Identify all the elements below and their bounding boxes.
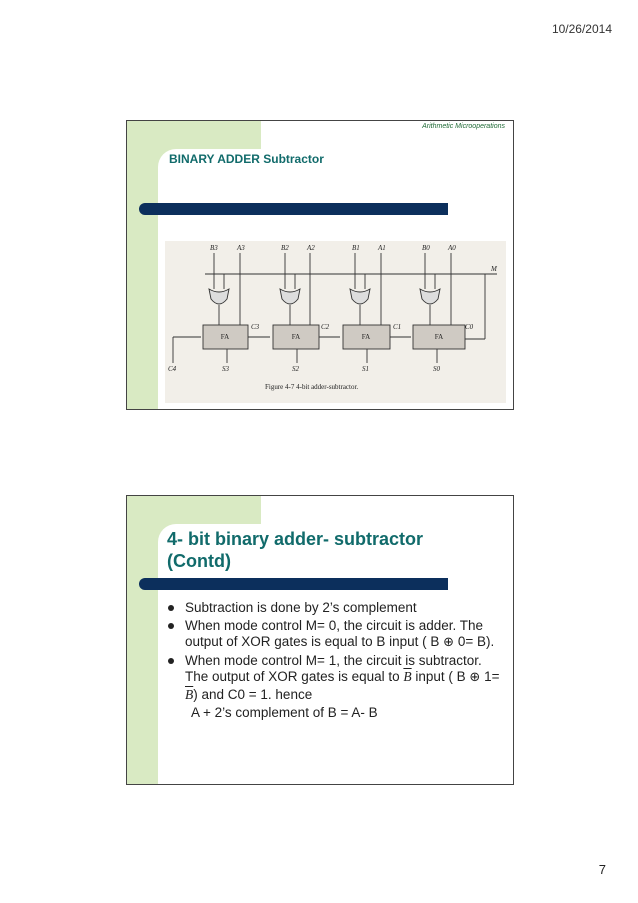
slide-adder-subtractor-contd: 4- bit binary adder- subtractor (Contd) … bbox=[126, 495, 514, 785]
fa-block-1 bbox=[342, 324, 391, 350]
label-a0: A0 bbox=[447, 244, 456, 252]
label-b0: B0 bbox=[422, 244, 430, 252]
bullet-text: 0= B). bbox=[454, 634, 495, 649]
section-tag: Arithmetic Microoperations bbox=[422, 123, 505, 130]
label-b3: B3 bbox=[210, 244, 218, 252]
bullet-text: When mode control M= 0, the circuit is a… bbox=[185, 617, 484, 650]
bullet-text: When mode control M= 1, the circuit is s… bbox=[185, 652, 482, 685]
slide-content-panel bbox=[158, 524, 513, 784]
label-c2: C2 bbox=[321, 323, 330, 331]
page-number: 7 bbox=[598, 862, 606, 877]
fa-label-0: FA bbox=[435, 333, 443, 341]
slide-accent-side bbox=[127, 121, 158, 409]
label-c4: C4 bbox=[168, 365, 177, 373]
label-c0: C0 bbox=[465, 323, 474, 331]
bullet-text: ) and C0 = 1. hence bbox=[193, 686, 313, 702]
bullet-text: input ( B bbox=[411, 669, 470, 684]
label-s2: S2 bbox=[292, 365, 300, 373]
bullet-item: When mode control M= 0, the circuit is a… bbox=[167, 618, 507, 652]
slide-title-line-2: (Contd) bbox=[167, 551, 231, 571]
fa-block-0 bbox=[412, 324, 466, 350]
label-b2: B2 bbox=[281, 244, 289, 252]
fa-label-3: FA bbox=[221, 333, 229, 341]
title-underline-bar bbox=[139, 203, 448, 215]
fa-label-2: FA bbox=[292, 333, 300, 341]
fa-block-3 bbox=[202, 324, 249, 350]
bullet-text: 1= bbox=[480, 669, 500, 684]
label-a3: A3 bbox=[236, 244, 245, 252]
b-complement: B bbox=[185, 686, 194, 702]
fa-label-1: FA bbox=[362, 333, 370, 341]
label-b1: B1 bbox=[352, 244, 360, 252]
xor-symbol: ⊕ bbox=[469, 670, 481, 685]
slide-binary-adder-subtractor: Arithmetic Microoperations BINARY ADDER … bbox=[126, 120, 514, 410]
fa-block-2 bbox=[272, 324, 320, 350]
equation-line: A + 2’s complement of B = A- B bbox=[191, 705, 378, 720]
bullet-item: Subtraction is done by 2’s complement bbox=[167, 600, 507, 617]
label-s0: S0 bbox=[433, 365, 441, 373]
bullet-item: When mode control M= 1, the circuit is s… bbox=[167, 653, 507, 704]
slide-title: BINARY ADDER Subtractor bbox=[169, 152, 324, 166]
label-s1: S1 bbox=[362, 365, 369, 373]
label-c1: C1 bbox=[393, 323, 401, 331]
label-mode: M bbox=[490, 265, 498, 273]
circuit-diagram: B3 A3 B2 A2 B1 A1 B0 A0 M C4 C3 C2 C1 C0… bbox=[168, 244, 498, 391]
title-underline-bar bbox=[139, 578, 448, 590]
slide-accent-side bbox=[127, 496, 158, 784]
print-date: 10/26/2014 bbox=[551, 22, 612, 36]
xor-symbol: ⊕ bbox=[443, 635, 455, 650]
slide-title-line-1: 4- bit binary adder- subtractor bbox=[167, 529, 424, 549]
adder-subtractor-figure: B3 A3 B2 A2 B1 A1 B0 A0 M C4 C3 C2 C1 C0… bbox=[165, 241, 506, 403]
label-s3: S3 bbox=[222, 365, 230, 373]
figure-caption: Figure 4-7 4-bit adder-subtractor. bbox=[265, 383, 358, 391]
label-a2: A2 bbox=[306, 244, 315, 252]
bullet-text: Subtraction is done by 2’s complement bbox=[185, 600, 417, 615]
slide-title: 4- bit binary adder- subtractor (Contd) bbox=[167, 528, 487, 572]
label-a1: A1 bbox=[377, 244, 386, 252]
bullet-list: Subtraction is done by 2’s complement Wh… bbox=[167, 600, 507, 722]
b-complement: B bbox=[403, 669, 412, 684]
label-c3: C3 bbox=[251, 323, 260, 331]
